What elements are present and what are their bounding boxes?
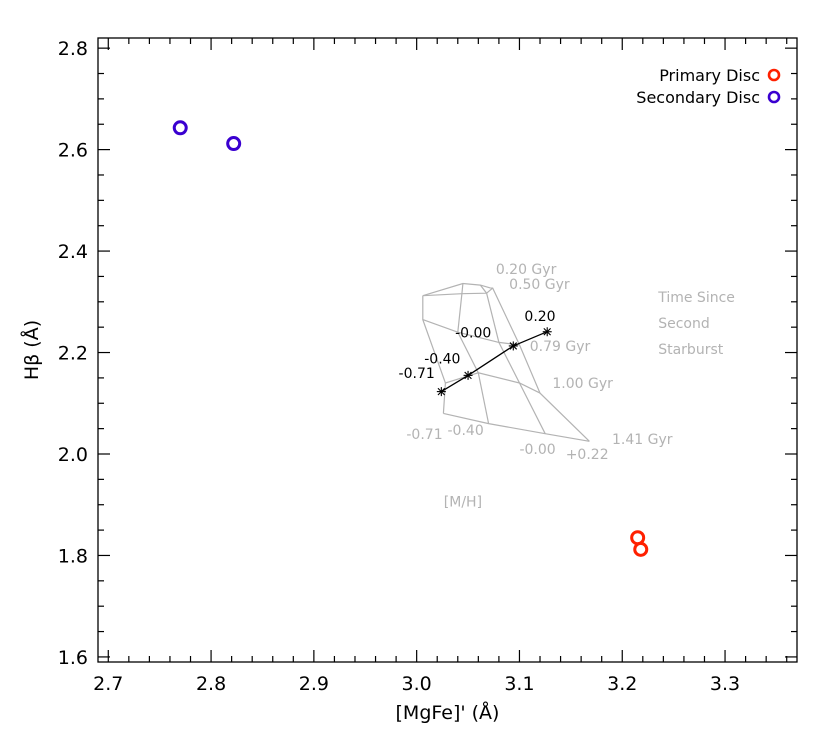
metallicity-grid-label: +0.22	[566, 447, 609, 463]
track-label: 0.20	[524, 309, 555, 325]
track-marker	[542, 327, 552, 337]
y-tick-label: 2.2	[58, 343, 88, 365]
y-tick-label: 1.8	[58, 545, 88, 567]
y-tick-label: 1.6	[58, 647, 88, 669]
track-marker-stroke	[543, 327, 551, 336]
age-grid-label: 0.79 Gyr	[530, 339, 591, 355]
x-axis-label: [MgFe]' (Å)	[396, 701, 500, 724]
metallicity-grid-line	[457, 283, 490, 424]
track-marker-stroke	[464, 371, 472, 380]
age-grid-line	[445, 372, 541, 394]
metallicity-track: -0.71-0.40 -0.00 0.20	[399, 309, 556, 397]
x-tick-label: 3.0	[402, 673, 432, 695]
data-point-secondary-disc	[172, 120, 188, 136]
axes: 2.7 2.8 2.9 3.0 3.1 3.2 3.3 1.6 1.8 2.0 2.2 2.4 2.6 2…	[20, 37, 798, 724]
legend-marker	[767, 90, 781, 104]
y-tick-label: 2.0	[58, 444, 88, 466]
time-since-note: Second	[658, 316, 710, 332]
metallicity-axis-note: [M/H]	[444, 494, 482, 510]
track-marker	[508, 341, 518, 351]
x-tick-label: 3.2	[607, 673, 637, 695]
metallicity-grid-label: -0.40	[448, 423, 484, 439]
y-tick-label: 2.6	[58, 140, 88, 162]
plot-frame	[97, 37, 798, 663]
age-grid-line	[443, 412, 590, 442]
age-grid-label: 0.20 Gyr	[496, 262, 557, 278]
track-label: -0.71	[399, 366, 435, 382]
age-grid-line	[422, 282, 491, 297]
track-marker	[436, 387, 446, 397]
track-marker-stroke	[437, 387, 446, 396]
x-tick-label: 3.1	[504, 673, 534, 695]
time-since-note: Starburst	[658, 342, 724, 358]
legend-label: Secondary Disc	[636, 88, 760, 107]
age-grid-label: 0.50 Gyr	[509, 277, 570, 293]
time-since-note: Time Since	[657, 290, 735, 306]
metallicity-grid-line	[479, 284, 546, 434]
metallicity-grid-line	[422, 295, 447, 414]
legend-marker	[767, 68, 781, 82]
y-tick-label: 2.4	[58, 241, 88, 263]
legend-label: Primary Disc	[659, 66, 760, 85]
age-grid-line	[422, 319, 520, 346]
data-points	[172, 120, 649, 557]
track-marker-stroke	[509, 342, 518, 350]
metallicity-grid-label: -0.71	[406, 427, 442, 443]
metallicity-grid-label: -0.00	[519, 442, 555, 458]
x-tick-label: 3.3	[710, 673, 740, 695]
x-tick-label: 2.9	[299, 673, 329, 695]
y-tick-label: 2.8	[58, 38, 88, 60]
age-grid-label: 1.00 Gyr	[552, 376, 613, 392]
x-tick-label: 2.7	[93, 673, 123, 695]
data-point-primary-disc	[633, 541, 649, 557]
y-axis-label: Hβ (Å)	[20, 320, 43, 380]
track-marker	[463, 370, 473, 380]
data-point-secondary-disc	[226, 136, 242, 152]
track-label: -0.40	[424, 352, 460, 368]
track-label: -0.00	[455, 325, 491, 341]
x-tick-label: 2.8	[196, 673, 226, 695]
track-line	[440, 331, 548, 393]
age-grid-line	[422, 287, 494, 297]
metallicity-grid-line	[490, 287, 590, 442]
age-grid-label: 1.41 Gyr	[612, 432, 673, 448]
data-point-primary-disc	[630, 530, 646, 546]
